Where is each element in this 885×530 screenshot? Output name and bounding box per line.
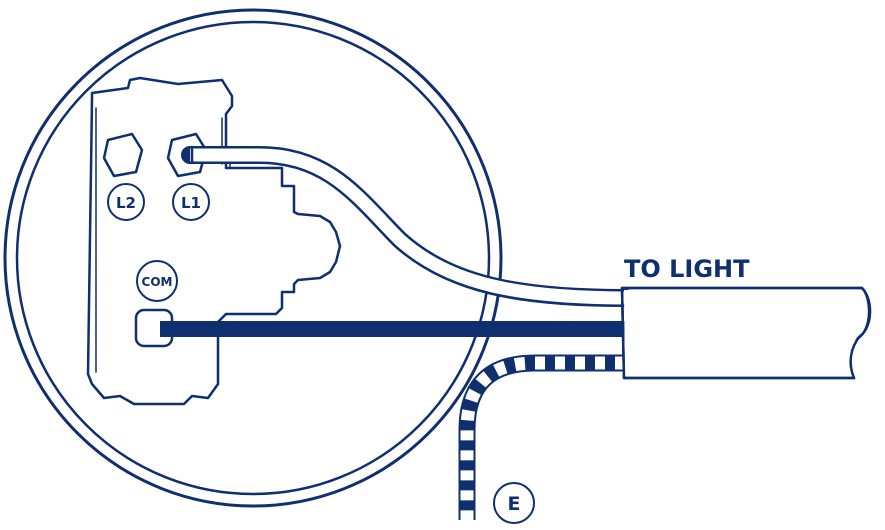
com-wire	[160, 321, 626, 337]
backbox-inner-ring	[15, 20, 491, 496]
cable-label: TO LIGHT	[624, 255, 750, 283]
l1-terminal-screw	[166, 132, 208, 178]
com-label: COM	[142, 275, 173, 289]
cable-sheath-edge	[620, 286, 864, 380]
l1-label: L1	[181, 194, 201, 212]
switch-module-body	[86, 76, 342, 406]
earth-wire-stripes	[460, 356, 625, 520]
l1-wire-core	[190, 148, 631, 305]
com-label-circle	[136, 260, 178, 302]
earth-label: E	[508, 493, 521, 515]
backbox-outer-ring	[3, 8, 503, 508]
cable-sheath-cut	[849, 286, 872, 380]
l2-label-circle	[107, 183, 145, 221]
l1-label-circle	[172, 183, 210, 221]
earth-label-circle	[493, 482, 535, 524]
l1-wire-outline	[181, 146, 634, 307]
earth-wire-base	[458, 354, 625, 520]
cable-sheath-face	[624, 290, 860, 376]
l2-terminal-screw	[102, 132, 144, 178]
l2-label: L2	[116, 194, 136, 212]
